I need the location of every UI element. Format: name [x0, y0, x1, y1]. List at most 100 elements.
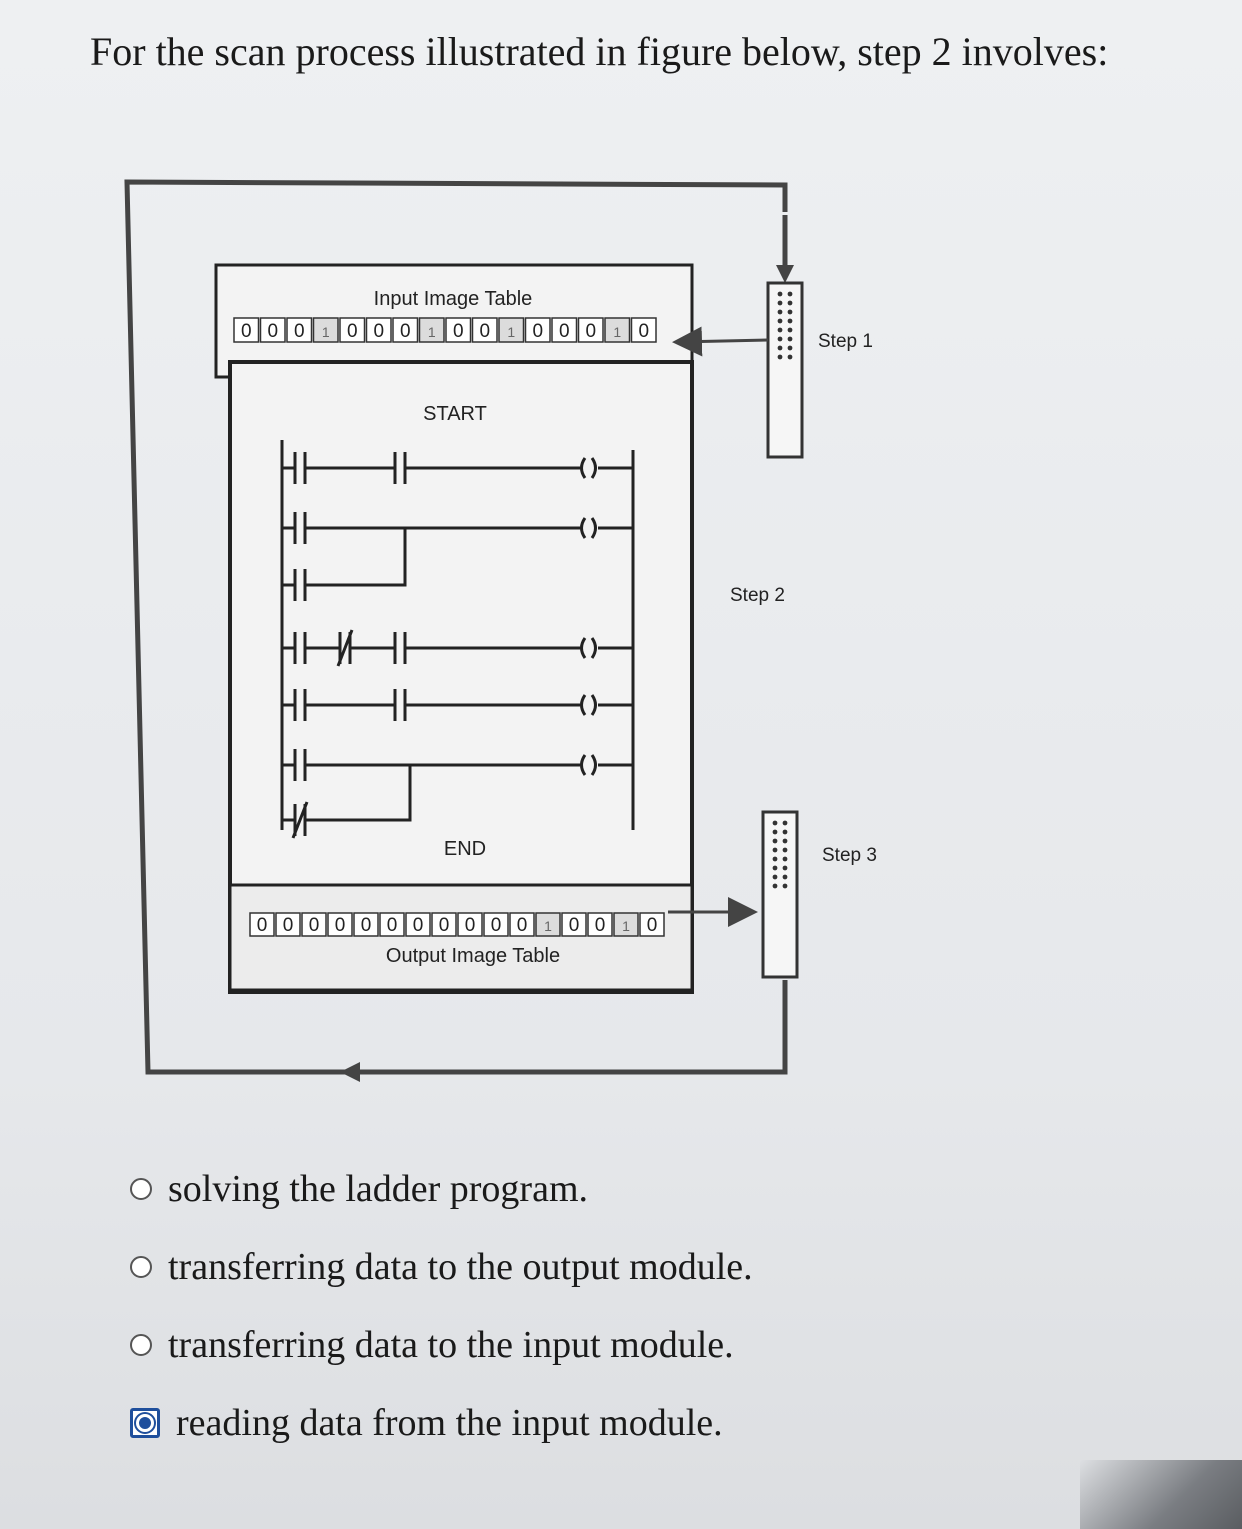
output-module-terminals: [772, 820, 788, 889]
output-bit-value: 0: [309, 915, 320, 936]
input-bit-value: 0: [347, 321, 358, 342]
output-bit-cell: [561, 912, 587, 937]
terminal-dot: [787, 354, 793, 360]
step1-arrow: [672, 326, 769, 357]
input-bit-cell: [365, 317, 392, 343]
input-table-label: Input Image Table: [374, 288, 533, 310]
terminal-dot: [772, 838, 778, 844]
radio-button-icon[interactable]: [130, 1334, 152, 1356]
option-label: reading data from the input module.: [176, 1402, 723, 1444]
input-bit-value: 1: [507, 324, 515, 340]
option-label: transferring data to the input module.: [168, 1324, 734, 1366]
input-bit-cell: [418, 317, 445, 343]
input-bit-value: 0: [294, 321, 305, 342]
terminal-dot: [772, 820, 778, 826]
output-bit-value: 0: [413, 915, 424, 936]
input-bit-value: 0: [267, 321, 278, 342]
output-bit-cell: [405, 912, 431, 937]
input-bit-cell: [259, 317, 286, 343]
terminal-dot: [782, 829, 788, 835]
terminal-dot: [787, 300, 793, 306]
option-transfer-output[interactable]: transferring data to the output module.: [130, 1228, 753, 1306]
input-bit-cell: [392, 317, 419, 343]
terminal-dot: [782, 838, 788, 844]
output-bit-cell: [613, 912, 639, 937]
input-bit-cell: [524, 317, 551, 343]
output-bit-value: 0: [361, 915, 372, 936]
output-bit-cell: [509, 912, 535, 937]
output-bit-cell: [301, 912, 327, 937]
output-bit-value: 0: [595, 915, 606, 936]
output-bit-cell: [587, 912, 613, 937]
terminal-dot: [772, 856, 778, 862]
input-bit-value: 0: [532, 321, 543, 342]
output-bit-value: 0: [283, 915, 294, 936]
step1-label: Step 1: [818, 331, 873, 352]
output-bit-cell: [353, 912, 379, 937]
terminal-dot: [777, 309, 783, 315]
input-bit-value: 0: [638, 321, 649, 342]
output-bit-cell: [327, 912, 353, 937]
terminal-dot: [777, 318, 783, 324]
terminal-dot: [782, 883, 788, 889]
input-bit-value: 0: [585, 321, 596, 342]
output-bit-cell: [457, 912, 483, 937]
input-module-terminals: [777, 291, 793, 360]
input-bit-value: 0: [241, 321, 252, 342]
ladder-diagram: [280, 440, 635, 839]
input-bit-value: 0: [479, 321, 490, 342]
output-table-label: Output Image Table: [386, 945, 560, 967]
terminal-dot: [787, 309, 793, 315]
option-solving-ladder[interactable]: solving the ladder program.: [130, 1150, 753, 1228]
input-bit-cell: [630, 317, 657, 343]
output-bit-cell: [275, 912, 301, 937]
terminal-dot: [772, 874, 778, 880]
output-bit-value: 0: [517, 915, 528, 936]
output-bit-value: 0: [335, 915, 346, 936]
terminal-dot: [787, 345, 793, 351]
output-bit-value: 0: [257, 915, 268, 936]
terminal-dot: [782, 847, 788, 853]
output-bit-value: 0: [439, 915, 450, 936]
terminal-dot: [777, 300, 783, 306]
question-text: For the scan process illustrated in figu…: [90, 29, 1109, 74]
input-module: [766, 281, 804, 459]
loop-arrow-left: [340, 1062, 360, 1082]
radio-button-icon[interactable]: [130, 1256, 152, 1278]
terminal-dot: [777, 291, 783, 297]
input-bit-cell: [551, 317, 578, 343]
terminal-dot: [777, 354, 783, 360]
output-bit-cell: [639, 912, 665, 937]
option-label: transferring data to the output module.: [168, 1246, 753, 1288]
output-bit-value: 0: [465, 915, 476, 936]
input-bit-value: 0: [453, 321, 464, 342]
terminal-dot: [777, 345, 783, 351]
loop-arrow-down: [776, 265, 794, 283]
option-label: solving the ladder program.: [168, 1168, 589, 1210]
terminal-dot: [782, 820, 788, 826]
terminal-dot: [782, 856, 788, 862]
input-bit-cell: [577, 317, 604, 343]
input-bit-value: 1: [428, 324, 436, 340]
input-bit-cell: [233, 317, 260, 343]
input-bit-cell: [339, 317, 366, 343]
scan-loop-line: [124, 179, 788, 1075]
terminal-dot: [782, 865, 788, 871]
input-bit-cell: [471, 317, 498, 343]
output-bit-cell: [483, 912, 509, 937]
input-bit-value: 1: [613, 324, 621, 340]
terminal-dot: [772, 847, 778, 853]
input-bit-cell: [312, 317, 339, 343]
input-bit-value: 0: [373, 321, 384, 342]
radio-button-selected-icon[interactable]: [130, 1408, 160, 1438]
option-reading-input[interactable]: reading data from the input module.: [130, 1384, 753, 1462]
input-bit-cell: [498, 317, 525, 343]
option-transfer-input[interactable]: transferring data to the input module.: [130, 1306, 753, 1384]
terminal-dot: [777, 336, 783, 342]
output-bit-cell: [535, 912, 561, 937]
radio-button-icon[interactable]: [130, 1178, 152, 1200]
terminal-dot: [772, 865, 778, 871]
output-bit-value: 1: [544, 918, 552, 934]
